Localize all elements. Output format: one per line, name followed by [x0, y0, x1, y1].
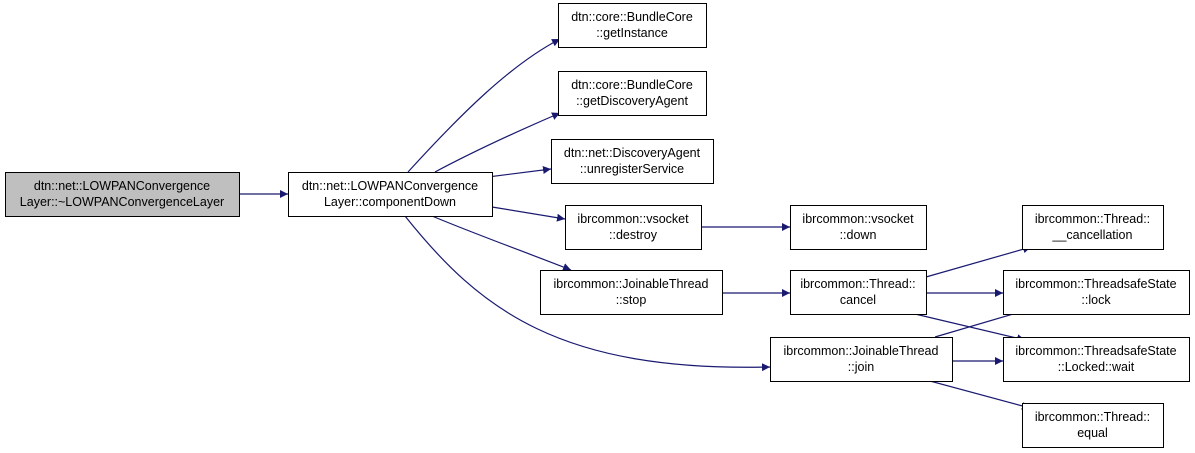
node-unregisterService[interactable]: dtn::net::DiscoveryAgent::unregisterServ… — [551, 139, 714, 184]
node-threadCancel[interactable]: ibrcommon::Thread::cancel — [790, 270, 927, 315]
edge-componentDown-to-joinableStop — [431, 215, 572, 271]
node-root: dtn::net::LOWPANConvergenceLayer::~LOWPA… — [5, 172, 240, 217]
node-label-line: dtn::core::BundleCore — [571, 78, 693, 92]
node-box — [1003, 270, 1190, 315]
node-label-line: __cancellation — [1052, 228, 1133, 242]
node-label-line: ::join — [848, 360, 874, 374]
edge-joinableJoin-to-threadEqual — [929, 380, 1031, 410]
node-label-line: dtn::net::LOWPANConvergence — [34, 179, 210, 193]
node-label-line: dtn::net::DiscoveryAgent — [564, 146, 701, 160]
node-box — [558, 3, 707, 48]
node-label-line: ::Locked::wait — [1058, 360, 1135, 374]
node-label-line: cancel — [840, 293, 876, 307]
node-label-line: dtn::core::BundleCore — [571, 10, 693, 24]
node-box — [770, 337, 953, 382]
node-label-line: ibrcommon::vsocket — [802, 212, 914, 226]
node-componentDown[interactable]: dtn::net::LOWPANConvergenceLayer::compon… — [288, 172, 493, 217]
node-threadEqual[interactable]: ibrcommon::Thread::equal — [1022, 403, 1164, 448]
node-label-line: ibrcommon::vsocket — [577, 212, 689, 226]
node-label-line: equal — [1077, 426, 1108, 440]
node-box — [551, 139, 714, 184]
node-box — [565, 205, 702, 250]
node-box — [288, 172, 493, 217]
edge-componentDown-to-getInstance — [407, 38, 561, 173]
node-joinableStop[interactable]: ibrcommon::JoinableThread::stop — [540, 270, 723, 315]
node-label-line: ibrcommon::ThreadsafeState — [1015, 277, 1176, 291]
node-box — [1022, 205, 1164, 250]
node-box — [1003, 337, 1190, 382]
node-box — [790, 270, 927, 315]
node-box — [1022, 403, 1164, 448]
node-label-line: ibrcommon::JoinableThread — [784, 344, 939, 358]
node-vsocketDestroy[interactable]: ibrcommon::vsocket::destroy — [565, 205, 702, 250]
node-label-line: dtn::net::LOWPANConvergence — [302, 179, 478, 193]
node-label-line: ibrcommon::JoinableThread — [554, 277, 709, 291]
node-label-line: ::lock — [1081, 293, 1111, 307]
node-box — [5, 172, 240, 217]
node-joinableJoin[interactable]: ibrcommon::JoinableThread::join — [770, 337, 953, 382]
node-label-line: ::stop — [616, 293, 647, 307]
node-tsLockedWait[interactable]: ibrcommon::ThreadsafeState::Locked::wait — [1003, 337, 1190, 382]
edge-threadCancel-to-threadCancellation — [925, 245, 1032, 278]
node-label-line: ::getDiscoveryAgent — [576, 94, 688, 108]
node-label-line: ::destroy — [609, 228, 658, 242]
node-box — [540, 270, 723, 315]
node-vsocketDown[interactable]: ibrcommon::vsocket::down — [790, 205, 927, 250]
node-label-line: ::unregisterService — [580, 162, 684, 176]
node-label-line: ibrcommon::Thread:: — [1035, 410, 1150, 424]
node-threadCancellation[interactable]: ibrcommon::Thread::__cancellation — [1022, 205, 1164, 250]
node-label-line: ibrcommon::Thread:: — [800, 277, 915, 291]
edge-componentDown-to-getDiscoveryAgent — [434, 112, 561, 173]
node-label-line: Layer::~LOWPANConvergenceLayer — [20, 195, 224, 209]
node-label-line: ::getInstance — [596, 26, 668, 40]
node-getDiscoveryAgent[interactable]: dtn::core::BundleCore::getDiscoveryAgent — [558, 71, 707, 116]
edge-componentDown-to-joinableJoin — [404, 215, 771, 372]
node-box — [558, 71, 707, 116]
node-label-line: ::down — [840, 228, 877, 242]
node-getInstance[interactable]: dtn::core::BundleCore::getInstance — [558, 3, 707, 48]
edge-componentDown-to-vsocketDestroy — [491, 206, 566, 222]
node-label-line: ibrcommon::Thread:: — [1035, 212, 1150, 226]
node-box — [790, 205, 927, 250]
nodes-layer: dtn::net::LOWPANConvergenceLayer::~LOWPA… — [5, 3, 1190, 448]
node-label-line: Layer::componentDown — [324, 195, 456, 209]
node-label-line: ibrcommon::ThreadsafeState — [1015, 344, 1176, 358]
node-tsLock[interactable]: ibrcommon::ThreadsafeState::lock — [1003, 270, 1190, 315]
